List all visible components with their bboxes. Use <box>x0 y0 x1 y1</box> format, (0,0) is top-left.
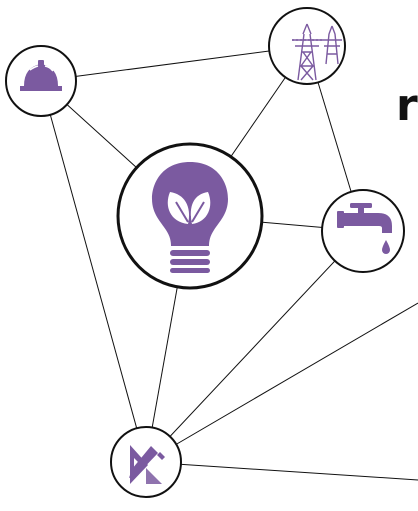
eco-bulb-node <box>116 142 264 290</box>
edge-tap-tools <box>145 230 364 463</box>
power-tower-node <box>268 7 346 85</box>
eco-lightbulb-icon <box>152 162 228 273</box>
hard-hat-node <box>5 45 77 117</box>
heading-fragment: r <box>396 80 418 131</box>
edge-hardhat-tools <box>40 80 147 463</box>
hard-hat-icon <box>20 60 62 91</box>
edge-tools-right-upper <box>145 302 418 463</box>
water-tap-node <box>321 189 405 273</box>
water-faucet-icon <box>337 203 392 254</box>
ruler-pencil-icon <box>129 445 165 484</box>
design-tools-node <box>110 426 182 498</box>
power-transmission-tower-icon <box>292 23 342 81</box>
edge-tools-right-lower <box>145 461 418 481</box>
edge-hardhat-tower <box>40 45 308 82</box>
